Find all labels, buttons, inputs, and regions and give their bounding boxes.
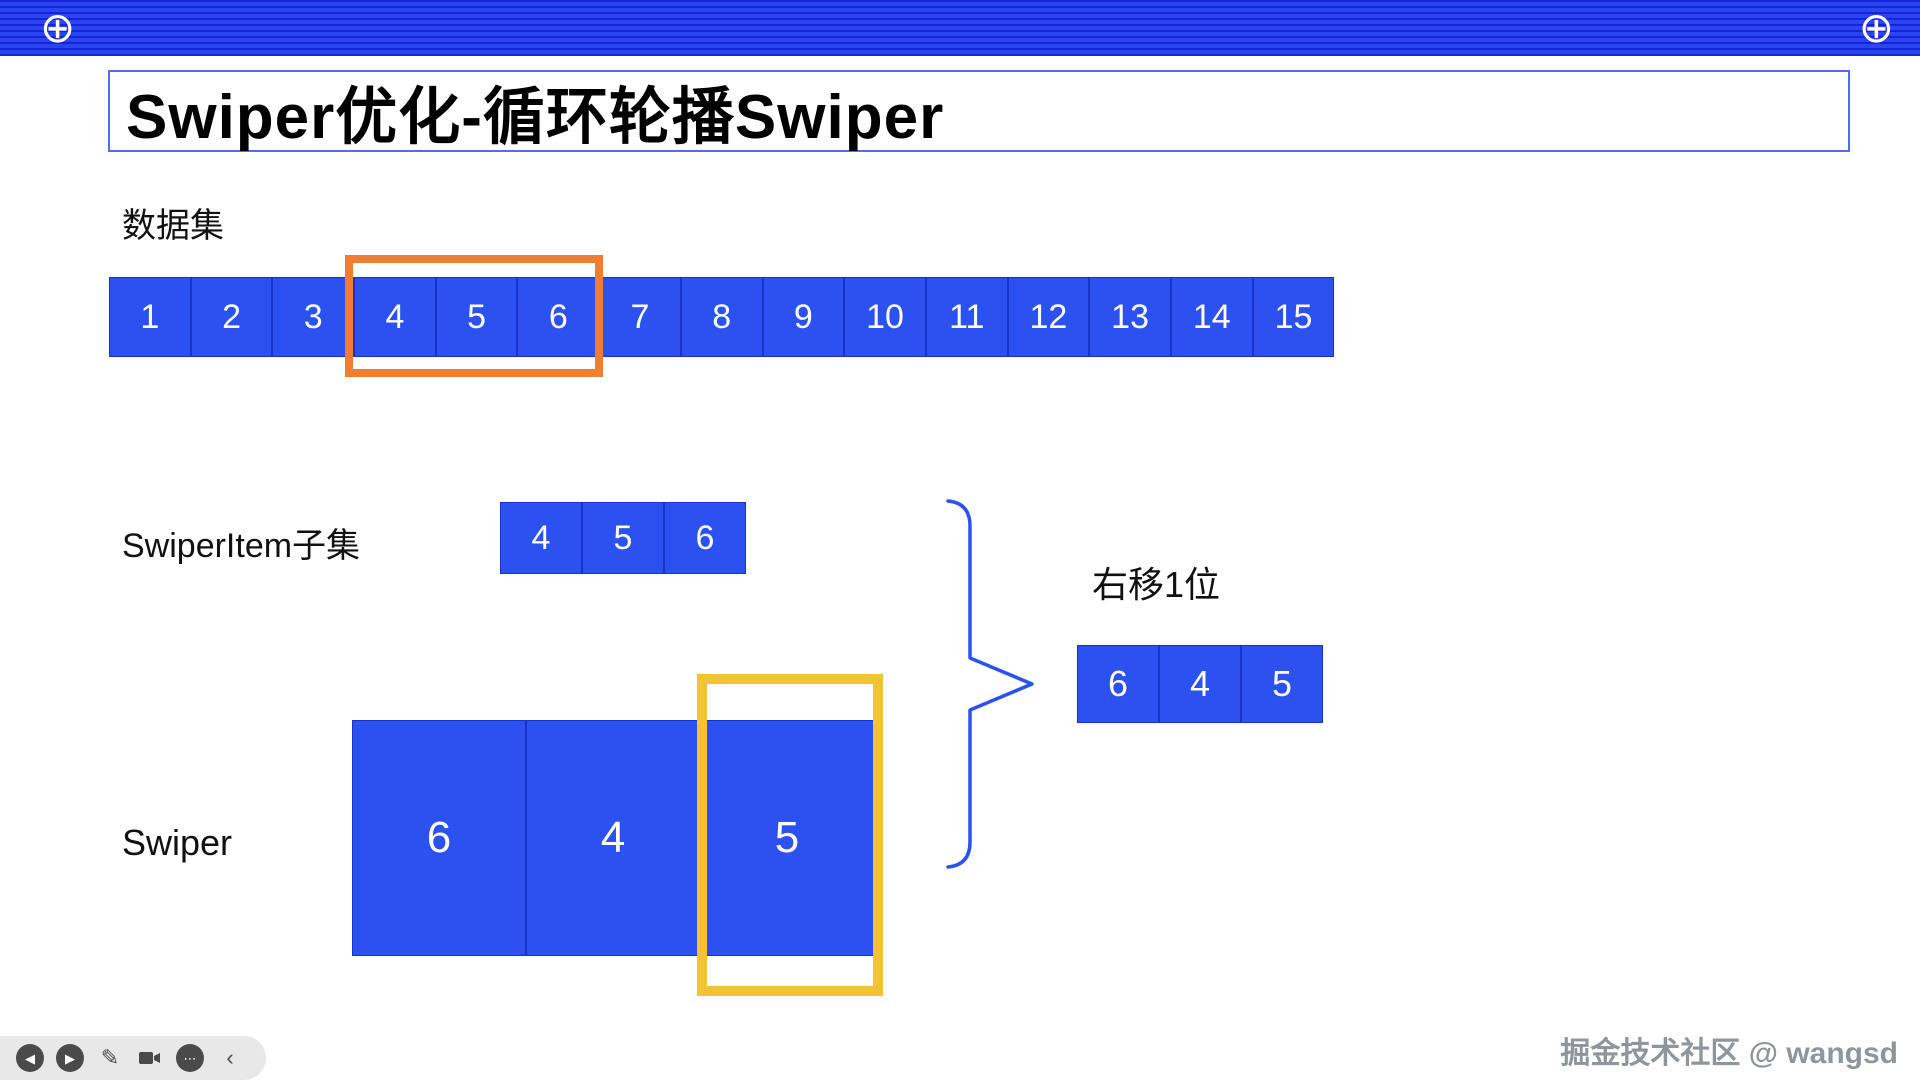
dataset-cell: 15 bbox=[1252, 277, 1335, 357]
play-button[interactable]: ▶ bbox=[56, 1044, 84, 1072]
dataset-cell: 13 bbox=[1089, 277, 1171, 357]
dataset-cell: 9 bbox=[762, 277, 845, 357]
dataset-cell: 4 bbox=[354, 277, 436, 357]
swiperitem-cell: 4 bbox=[500, 502, 582, 574]
dataset-cell: 1 bbox=[109, 277, 191, 357]
swiper-cell: 6 bbox=[352, 720, 526, 956]
yellow-highlight-box bbox=[697, 674, 883, 996]
camera-icon[interactable] bbox=[136, 1044, 164, 1072]
dataset-cell: 2 bbox=[190, 277, 273, 357]
curly-brace bbox=[946, 499, 1034, 869]
dataset-cell: 8 bbox=[680, 277, 763, 357]
pencil-icon[interactable]: ✎ bbox=[100, 1045, 120, 1070]
swiper-cell: 5 bbox=[700, 720, 874, 956]
dataset-cell: 3 bbox=[272, 277, 355, 357]
shift-cell: 5 bbox=[1241, 645, 1323, 723]
title-box: Swiper优化-循环轮播Swiper bbox=[108, 70, 1850, 152]
more-button[interactable]: ⋯ bbox=[176, 1044, 204, 1072]
swiperitem-cell: 5 bbox=[582, 502, 664, 574]
shift-cell: 4 bbox=[1159, 645, 1241, 723]
swiperitem-cell: 6 bbox=[664, 502, 746, 574]
swiper-cell: 4 bbox=[526, 720, 700, 956]
swiperitem-label: SwiperItem子集 bbox=[122, 527, 361, 565]
dataset-cell: 12 bbox=[1007, 277, 1090, 357]
crosshair-globe-icon: ⊕ bbox=[1858, 4, 1894, 51]
shift-cell: 6 bbox=[1077, 645, 1159, 723]
watermark: 掘金技术社区 @ wangsd bbox=[1560, 1037, 1898, 1070]
dataset-cell: 6 bbox=[517, 277, 600, 357]
crosshair-globe-icon: ⊕ bbox=[40, 4, 76, 51]
dataset-cell: 5 bbox=[435, 277, 518, 357]
dataset-cell: 10 bbox=[844, 277, 926, 357]
annotation-toolbar: ◀ ▶ ✎ ⋯ ‹ bbox=[0, 1036, 266, 1080]
shift-label: 右移1位 bbox=[1092, 564, 1221, 605]
swiper-label: Swiper bbox=[122, 822, 233, 863]
orange-highlight-box bbox=[345, 255, 603, 377]
collapse-toolbar-icon[interactable]: ‹ bbox=[226, 1045, 234, 1070]
page-title: Swiper优化-循环轮播Swiper bbox=[126, 83, 945, 152]
back-button[interactable]: ◀ bbox=[16, 1044, 44, 1072]
dataset-cell: 14 bbox=[1170, 277, 1253, 357]
dataset-label: 数据集 bbox=[122, 207, 224, 245]
dataset-cell: 7 bbox=[599, 277, 681, 357]
top-banner: ⊕ ⊕ bbox=[0, 0, 1920, 56]
dataset-cell: 11 bbox=[925, 277, 1008, 357]
